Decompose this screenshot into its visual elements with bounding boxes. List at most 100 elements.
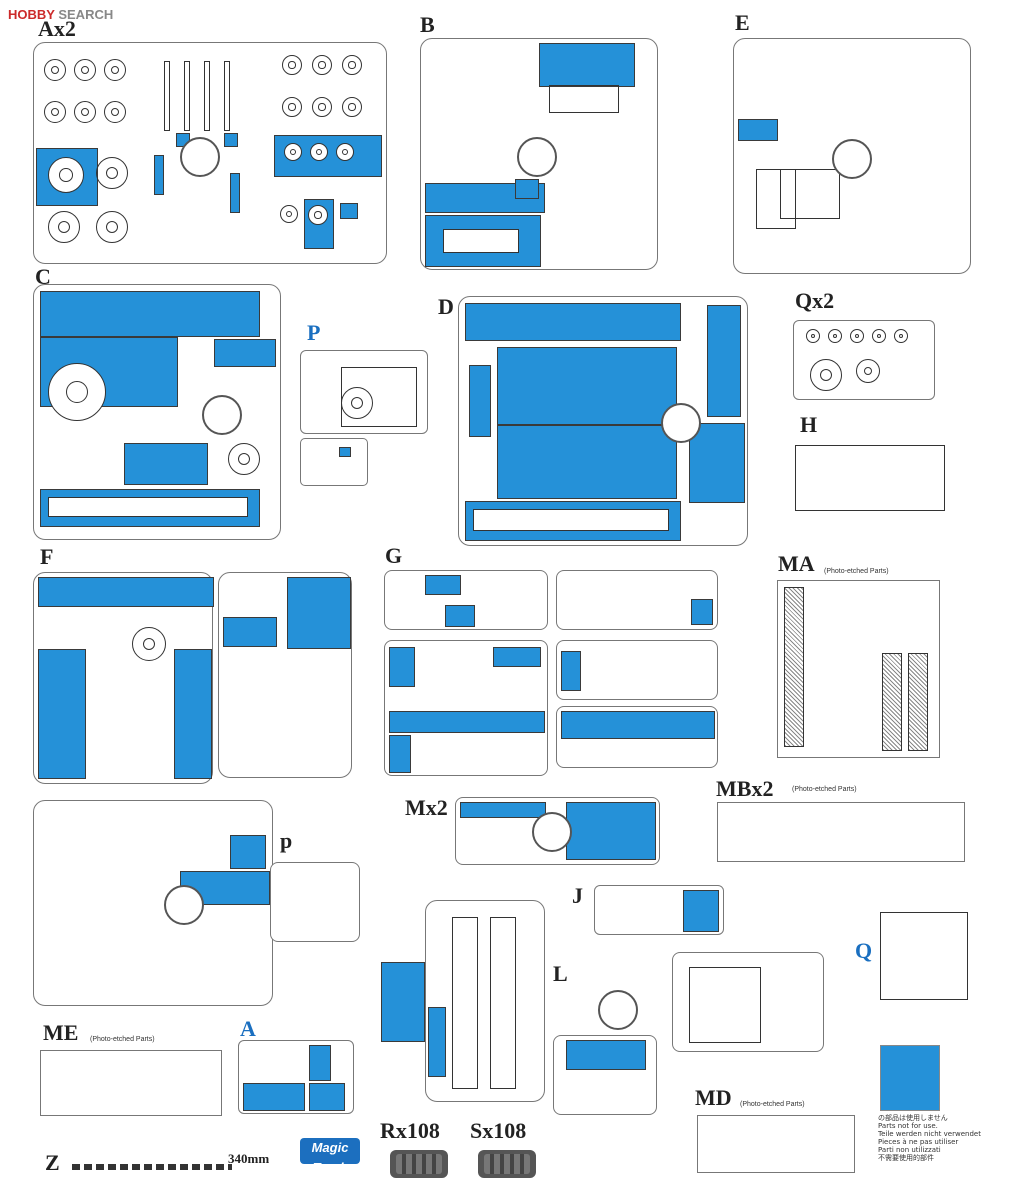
road-wheel — [280, 205, 298, 223]
unused-part-block — [230, 173, 240, 213]
unused-part-block — [38, 577, 214, 607]
magic-track-sub: PATENT REGISTERED — [308, 1178, 352, 1183]
road-wheel — [342, 55, 362, 75]
sprue-gate — [832, 139, 872, 179]
sprocket-wheel — [810, 359, 842, 391]
sprue-label-q-small: Qx2 — [795, 288, 835, 313]
sprue-gate — [180, 137, 220, 177]
hull-floor-panel — [473, 509, 669, 531]
sprue-label-j: J — [572, 883, 583, 908]
fret-ma — [777, 580, 940, 758]
sprocket-wheel — [48, 211, 80, 243]
sprue-c — [33, 284, 281, 540]
unused-part-block — [689, 423, 745, 503]
hull-plate — [549, 85, 619, 113]
fret-label-md: MD — [695, 1085, 732, 1110]
idler-wheel — [856, 359, 880, 383]
sprue-d — [458, 296, 748, 546]
unused-part-block — [214, 339, 276, 367]
unused-part-block — [223, 617, 277, 647]
wheel-hub — [806, 329, 820, 343]
unused-part-block — [683, 890, 719, 932]
sprue-g-4 — [556, 640, 718, 700]
sprue-a — [33, 42, 387, 264]
sprue-gate — [598, 990, 638, 1030]
fret-mb — [717, 802, 965, 862]
fret-label-ma: MA — [778, 551, 815, 576]
unused-part-block — [460, 802, 546, 818]
unused-part-block — [497, 425, 677, 499]
sprue-label-a-lower: A — [240, 1016, 256, 1041]
sprue-label-f: F — [40, 544, 54, 569]
hull-side-panel — [48, 497, 248, 517]
road-wheel — [312, 55, 332, 75]
sprue-label-p: P — [307, 320, 321, 345]
sprue-gate — [532, 812, 572, 852]
turret-ring — [48, 363, 106, 421]
hull-part — [443, 229, 519, 253]
sprue-label-z: Z — [45, 1150, 60, 1175]
magic-track-logo: Magic Track PATENT REGISTERED — [300, 1138, 360, 1183]
unused-part-block — [707, 305, 741, 417]
road-wheel — [44, 59, 66, 81]
sprue-label-a: Ax2 — [38, 16, 76, 41]
sprue-f — [33, 572, 214, 784]
legend-line: Parts not for use. — [878, 1122, 938, 1130]
idler-wheel — [96, 157, 128, 189]
suspension-arm — [184, 61, 190, 131]
track-ruler — [72, 1164, 232, 1170]
unused-part-block — [691, 599, 713, 625]
ruler-length-label: 340mm — [228, 1151, 270, 1166]
fret-sub-ma: (Photo-etched Parts) — [824, 568, 889, 575]
unused-part-block — [124, 443, 208, 485]
suspension-arm — [164, 61, 170, 131]
unused-part-block — [425, 575, 461, 595]
sprue-label-b: B — [420, 12, 435, 37]
hull-part — [756, 169, 796, 229]
turret-body-q — [880, 912, 968, 1000]
sprue-f-right — [218, 572, 352, 778]
unused-part-block — [38, 649, 86, 779]
sprue-q-small — [793, 320, 935, 400]
suspension-arm — [224, 61, 230, 131]
unused-part-block — [154, 155, 164, 195]
fret-label-mb: MBx2 — [716, 776, 774, 801]
sprue-label-q-large: Q — [855, 938, 873, 963]
sprue-gate — [517, 137, 557, 177]
sprue-label-c: C — [35, 264, 51, 289]
unused-part-block — [309, 1045, 331, 1081]
sprue-gate — [164, 885, 204, 925]
legend-unused-swatch — [880, 1045, 940, 1111]
sprue-label-h: H — [800, 412, 818, 437]
unused-part-block — [389, 647, 415, 687]
fret-label-me: ME — [43, 1020, 79, 1045]
sprue-p-upper — [300, 350, 428, 434]
sprue-p-lower-ext — [270, 862, 360, 942]
wheel-hub — [828, 329, 842, 343]
sprue-g-3 — [384, 640, 548, 776]
unused-part-block — [465, 303, 681, 341]
unused-part-block — [515, 179, 539, 199]
engine-deck — [689, 967, 761, 1043]
road-wheel — [282, 55, 302, 75]
road-wheel — [312, 97, 332, 117]
road-wheel — [44, 101, 66, 123]
sprue-label-g: G — [385, 543, 403, 568]
site-logo[interactable]: HOBBY SEARCH — [8, 6, 113, 22]
unused-part-block — [340, 203, 358, 219]
unused-part-block — [738, 119, 778, 141]
fret-sub-mb: (Photo-etched Parts) — [792, 786, 857, 793]
unused-part-block — [389, 711, 545, 733]
unused-part-block — [539, 43, 635, 87]
unused-part-block — [493, 647, 541, 667]
hatch-ring — [132, 627, 166, 661]
road-wheel — [308, 205, 328, 225]
unused-part-block — [445, 605, 475, 627]
road-wheel — [342, 97, 362, 117]
logo-suffix: SEARCH — [58, 6, 114, 22]
legend-line: 不需要使用的部件 — [878, 1154, 934, 1162]
unused-part-block — [381, 962, 425, 1042]
legend-line: Teile werden nicht verwendet — [878, 1130, 981, 1138]
sprue-label-d: D — [438, 294, 454, 319]
unused-part-block — [309, 1083, 345, 1111]
